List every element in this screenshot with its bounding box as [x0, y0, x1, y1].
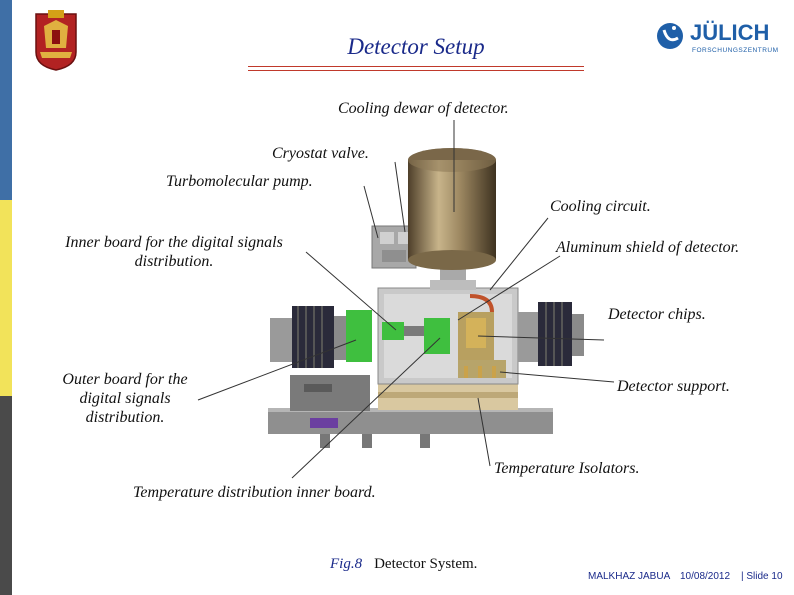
sidebar-stripe [0, 0, 12, 595]
sidebar-gray-segment [0, 396, 12, 595]
footer-slide-number: | Slide 10 [741, 571, 783, 582]
julich-wordmark: JÜLICH [690, 20, 770, 45]
label-temperature-distribution-inner-board: Temperature distribution inner board. [133, 484, 376, 501]
label-temperature-isolators: Temperature Isolators. [494, 460, 640, 477]
figure-number: Fig.8 [330, 556, 363, 572]
sidebar-blue-segment [0, 0, 12, 200]
label-detector-support: Detector support. [617, 378, 730, 395]
label-cooling-circuit: Cooling circuit. [550, 198, 651, 215]
footer-date: 10/08/2012 [680, 571, 731, 582]
label-outer-board: Outer board for the digital signals dist… [62, 371, 188, 426]
label-turbomolecular-pump: Turbomolecular pump. [166, 173, 313, 190]
title-underline-bottom [248, 70, 584, 71]
footer-author: MALKHAZ JABUA [588, 571, 671, 582]
julich-subtitle: FORSCHUNGSZENTRUM [692, 47, 779, 54]
label-cryostat-valve: Cryostat valve. [272, 145, 369, 162]
label-inner-board: Inner board for the digital signals dist… [65, 234, 283, 270]
label-cooling-dewar: Cooling dewar of detector. [338, 100, 509, 117]
label-aluminum-shield: Aluminum shield of detector. [556, 239, 740, 256]
figure-caption: Fig.8 Detector System. [330, 556, 477, 573]
figure-caption-text: Detector System. [374, 556, 478, 572]
title-underline-top [248, 66, 584, 67]
sidebar-yellow-segment [0, 200, 12, 396]
detector-system-drawing [268, 148, 584, 448]
julich-logo-icon [657, 23, 683, 49]
page-title: Detector Setup [347, 34, 485, 59]
university-crest-icon [35, 10, 77, 71]
label-detector-chips: Detector chips. [608, 306, 706, 323]
